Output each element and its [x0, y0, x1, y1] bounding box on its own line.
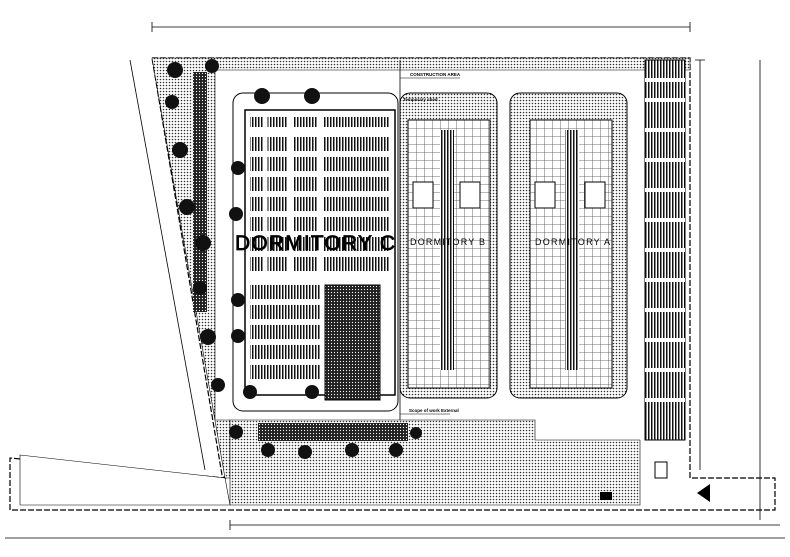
dormitory-c: DORMITORY C: [232, 92, 399, 412]
scope-of-work-label: Scope of work External: [409, 408, 459, 413]
construction-area-label: CONSTRUCTION AREA: [410, 72, 461, 77]
temporary-shed-label: Temporary shed: [403, 97, 438, 102]
dormitory-c-label: DORMITORY C: [235, 232, 395, 255]
entrance-arrow-icon: [697, 484, 710, 502]
tree-strip: [193, 72, 207, 312]
parking-strip: [644, 59, 686, 441]
bottom-planter: [258, 423, 408, 441]
dormitory-b-label: DORMITORY B: [410, 237, 485, 247]
trees: [165, 59, 422, 459]
site-boundary: [9, 57, 776, 511]
dormitory-b: DORMITORY B: [399, 92, 498, 399]
dimension-lines: [5, 22, 785, 539]
dormitory-a-label: DORMITORY A: [535, 237, 610, 247]
dormitory-a: DORMITORY A: [509, 92, 628, 399]
annotations: CONSTRUCTION AREA Temporary shed Scope o…: [400, 72, 461, 415]
